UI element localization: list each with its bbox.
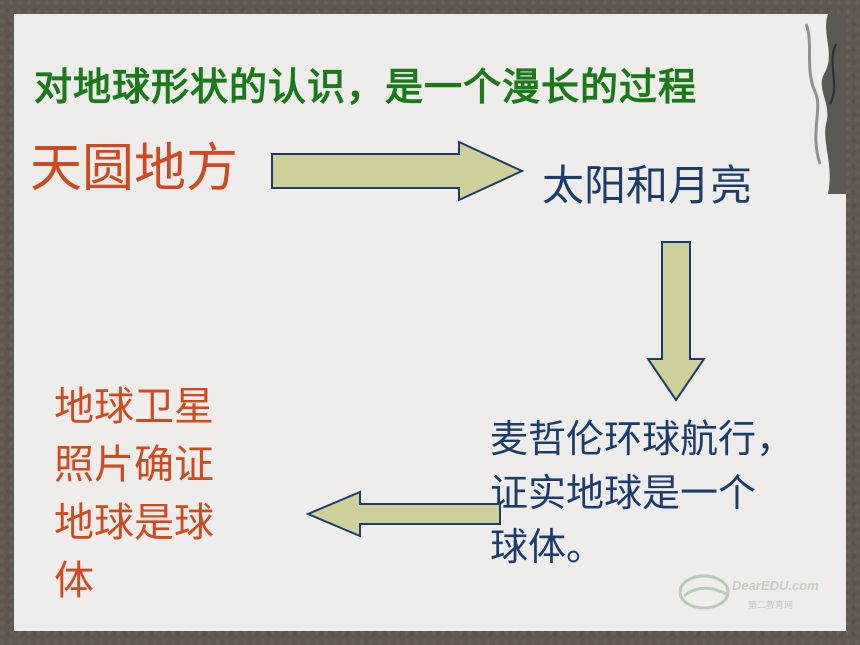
arrow-down <box>646 241 706 402</box>
node-magellan-voyage: 麦哲伦环球航行， 证实地球是一个 球体。 <box>490 412 846 574</box>
arrow-right <box>271 140 525 202</box>
arrow-left <box>305 490 501 538</box>
node-satellite-line-3: 地球是球 <box>54 500 214 546</box>
node-satellite-line-1: 地球卫星 <box>54 384 214 430</box>
node-sun-and-moon: 太阳和月亮 <box>542 161 753 210</box>
ink-brush-decoration <box>804 14 846 194</box>
node-satellite-photo: 地球卫星 照片确证 地球是球 体 <box>54 378 254 610</box>
watermark-logo: DearEDU.com 第二教育网 <box>678 574 819 611</box>
watermark-brand: DearEDU.com <box>732 578 819 593</box>
node-magellan-line-3: 球体。 <box>490 525 605 569</box>
node-magellan-line-1: 麦哲伦环球航行， <box>490 417 795 461</box>
watermark-sub: 第二教育网 <box>748 599 793 611</box>
node-heaven-round-earth-square: 天圆地方 <box>30 139 239 199</box>
node-satellite-line-2: 照片确证 <box>54 442 214 488</box>
arrows-layer <box>271 140 706 538</box>
node-magellan-line-2: 证实地球是一个 <box>490 471 757 515</box>
page-title: 对地球形状的认识，是一个漫长的过程 <box>34 65 698 109</box>
node-satellite-line-4: 体 <box>54 558 94 604</box>
slide: 对地球形状的认识，是一个漫长的过程 天圆地方 太阳和月亮 麦哲伦环球航行， 证实… <box>14 14 846 631</box>
